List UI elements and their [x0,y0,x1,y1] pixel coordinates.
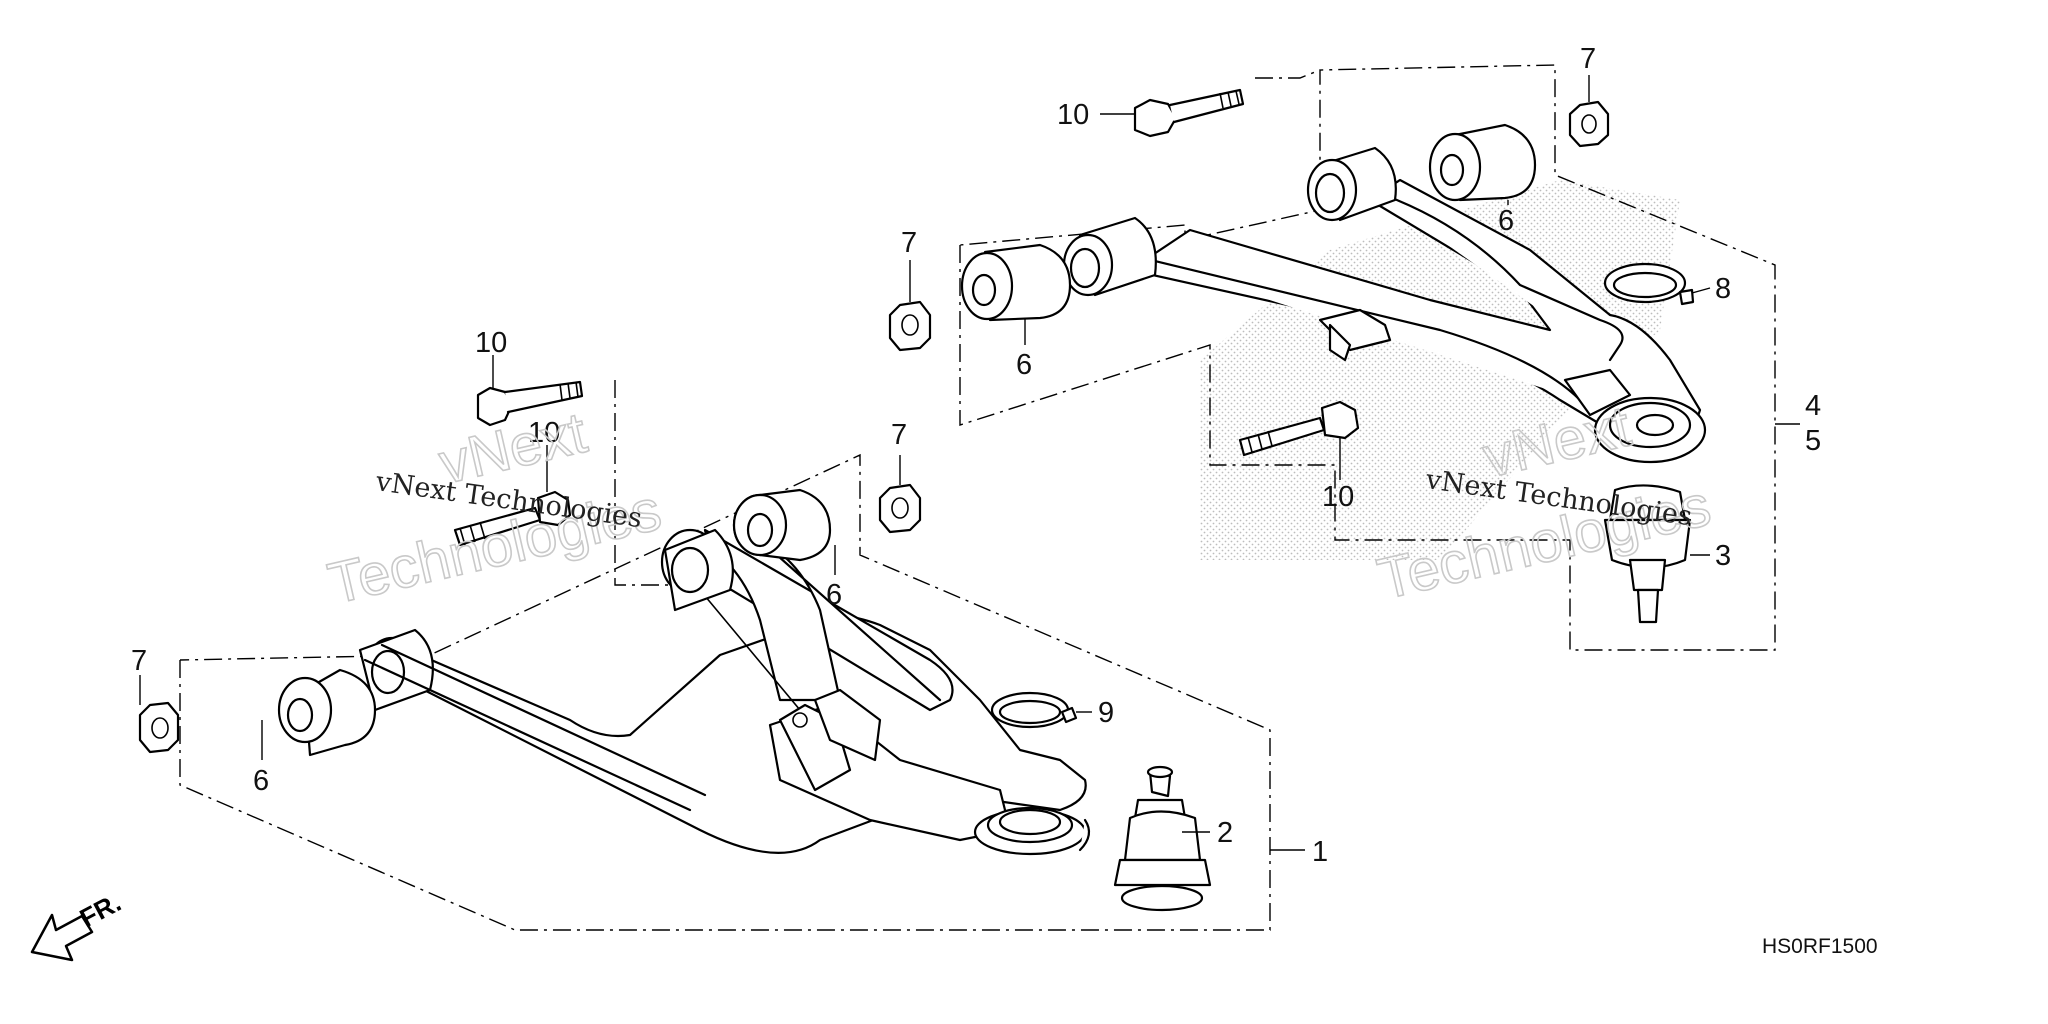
upper-bolt-top [1133,88,1245,138]
upper-bushing-left [960,243,1072,322]
callout-6-lower-left: 6 [253,765,269,797]
callout-5: 5 [1805,425,1821,457]
lower-bolt-middle [453,490,572,547]
callout-8: 8 [1715,273,1731,305]
upper-circlip [1603,262,1695,306]
lower-arm-dashed-frame [179,453,1271,931]
callout-7-upper-right: 7 [1580,43,1596,75]
upper-bushing-right [1428,123,1537,202]
leader-8 [1691,287,1711,294]
lower-ball-joint [1113,765,1212,912]
callout-6-upper-right: 6 [1498,205,1514,237]
lower-bolt-dashed-frame [614,380,680,586]
callout-10-upper-top: 10 [1057,99,1089,131]
callout-2: 2 [1217,817,1233,849]
callout-7-lower-left: 7 [131,645,147,677]
upper-arm [1062,146,1707,464]
lower-bolt-top [476,380,584,427]
lower-bushing-left [277,668,377,757]
upper-nut-right [1568,100,1610,148]
upper-bolt-dashed-frame [1255,69,1321,79]
lower-snap-ring [990,691,1078,729]
callout-7-lower-right: 7 [891,419,907,451]
upper-ball-joint [1603,484,1692,624]
lower-nut-left [138,701,180,754]
upper-nut-left [888,300,932,352]
callout-10-upper-bottom: 10 [1322,481,1354,513]
callout-10-lower-top: 10 [475,327,507,359]
upper-arm-dashed-frame [959,64,1776,651]
callout-1: 1 [1312,836,1328,868]
front-direction-arrow: FR. [30,887,126,962]
callout-7-upper-left: 7 [901,227,917,259]
front-arrow-icon [30,913,94,962]
callout-10-lower-middle: 10 [528,417,560,449]
callout-4: 4 [1805,390,1821,422]
diagram-code: HS0RF1500 [1762,935,1878,958]
lower-arm [358,528,1091,856]
upper-bolt-bottom [1238,400,1360,457]
lower-nut-right [878,483,922,534]
callout-6-lower-right: 6 [826,579,842,611]
callout-3: 3 [1715,540,1731,572]
callout-9: 9 [1098,697,1114,729]
callout-6-upper-left: 6 [1016,349,1032,381]
lower-bushing-right [732,488,832,562]
